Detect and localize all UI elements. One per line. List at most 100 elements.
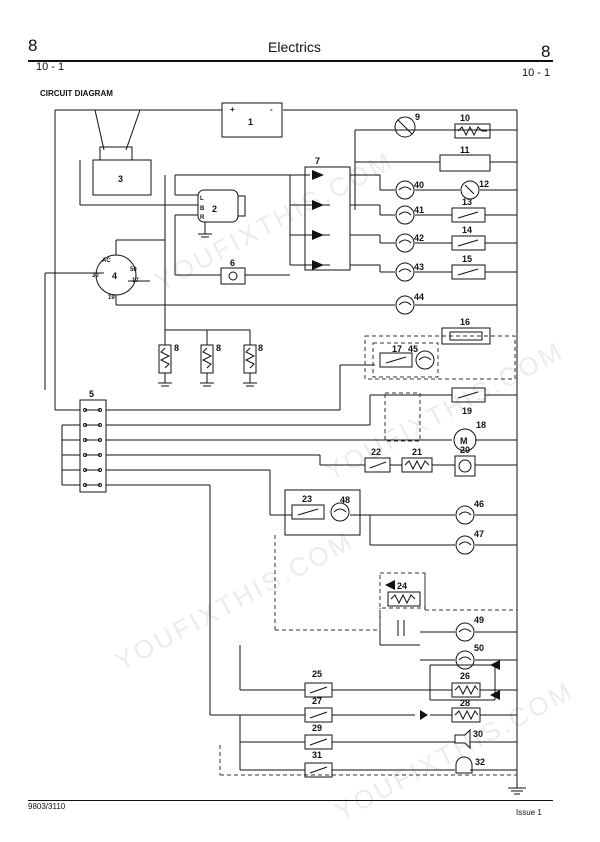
gauge-icon (460, 180, 480, 200)
label-7: 7 (315, 156, 320, 166)
battery-negative-terminal: - (270, 105, 273, 114)
switches-and-sensors (284, 123, 526, 795)
label-41: 41 (414, 205, 424, 215)
battery: + - (221, 102, 283, 138)
label-47: 47 (474, 529, 484, 539)
label-42: 42 (414, 233, 424, 243)
horn-icon (454, 728, 471, 750)
motor-label: M (460, 436, 468, 446)
radio-icon (441, 327, 491, 345)
diagram-caption: CIRCUIT DIAGRAM (40, 89, 113, 98)
diode-icon (312, 170, 324, 180)
diode-icon (490, 690, 500, 700)
label-17: 17 (392, 344, 402, 354)
page-title: Electrics (268, 39, 321, 55)
label-23: 23 (302, 494, 312, 504)
label-18: 18 (476, 420, 486, 430)
label-11: 11 (460, 145, 470, 155)
issue-number: Issue 1 (516, 808, 542, 817)
label-8: 8 (216, 343, 221, 353)
switch-terminal-50: 50 (130, 267, 137, 273)
alternator-terminal-b: B (200, 206, 205, 212)
label-6: 6 (230, 258, 235, 268)
label-22: 22 (371, 447, 381, 457)
label-16: 16 (460, 317, 470, 327)
label-31: 31 (312, 750, 322, 760)
starter-solenoid (92, 146, 152, 196)
diode-icon (312, 230, 324, 240)
label-13: 13 (462, 197, 472, 207)
label-12: 12 (479, 179, 489, 189)
lamp-icon (455, 505, 475, 525)
label-9: 9 (415, 112, 420, 122)
label-5: 5 (89, 389, 94, 399)
component-labels: 1 2 3 4 5 6 7 8 8 8 9 10 11 12 13 14 15 … (89, 112, 489, 767)
footer-rule (28, 800, 553, 801)
label-30: 30 (473, 729, 483, 739)
label-8: 8 (174, 343, 179, 353)
label-21: 21 (412, 447, 422, 457)
diode-icon (490, 660, 500, 670)
flasher-icon (454, 455, 476, 477)
fuse-box (83, 408, 102, 487)
document-reference: 9803/3110 (28, 802, 66, 811)
label-29: 29 (312, 723, 322, 733)
label-20: 20 (460, 445, 470, 455)
diode-icon (420, 710, 428, 720)
lamp-icon (455, 535, 475, 555)
label-28: 28 (460, 698, 470, 708)
label-43: 43 (414, 262, 424, 272)
alternator-terminal-r: R (200, 215, 205, 221)
label-46: 46 (474, 499, 484, 509)
lamp-icon (395, 262, 415, 282)
label-44: 44 (414, 292, 424, 302)
lamp-icon (455, 622, 475, 642)
alternator: L B R (197, 189, 246, 238)
label-2: 2 (212, 204, 217, 214)
label-1: 1 (248, 117, 253, 127)
label-49: 49 (474, 615, 484, 625)
page-number-left: 10 - 1 (36, 61, 65, 73)
label-4: 4 (112, 271, 117, 281)
switch-terminal-19: 19 (108, 295, 115, 301)
label-50: 50 (474, 643, 484, 653)
page-number-right: 10 - 1 (522, 67, 551, 79)
label-15: 15 (462, 254, 472, 264)
diode-icon (312, 260, 324, 270)
label-19: 19 (462, 406, 472, 416)
heater-plugs (158, 344, 257, 387)
wiring (44, 109, 518, 780)
battery-positive-terminal: + (230, 105, 235, 114)
ignition-switch: AC 30 50 17 19 (92, 254, 139, 301)
beacon-icon (455, 756, 473, 774)
lamp-icon (395, 180, 415, 200)
switch-terminal-30: 30 (92, 273, 99, 279)
switch-terminal-17: 17 (132, 278, 139, 284)
lamp-icon (455, 650, 475, 670)
diode-icon (385, 580, 395, 590)
label-26: 26 (460, 671, 470, 681)
lamp-icon (395, 233, 415, 253)
header-rule (28, 60, 553, 62)
lamp-icon (395, 205, 415, 225)
lamps (330, 116, 480, 670)
label-24: 24 (397, 581, 407, 591)
label-40: 40 (414, 180, 424, 190)
dashed-boundaries (219, 335, 517, 776)
diode-icon (312, 200, 324, 210)
label-10: 10 (460, 113, 470, 123)
alternator-terminal-l: L (200, 196, 204, 202)
label-45: 45 (408, 344, 418, 354)
label-27: 27 (312, 696, 322, 706)
label-32: 32 (475, 757, 485, 767)
label-25: 25 (312, 669, 322, 679)
diodes (385, 580, 500, 720)
label-14: 14 (462, 225, 472, 235)
warning-buzzer (220, 267, 246, 285)
lamp-icon (415, 350, 435, 370)
motor-icon (453, 428, 477, 452)
lamp-icon (394, 116, 416, 138)
label-3: 3 (118, 174, 123, 184)
lamp-icon (395, 295, 415, 315)
